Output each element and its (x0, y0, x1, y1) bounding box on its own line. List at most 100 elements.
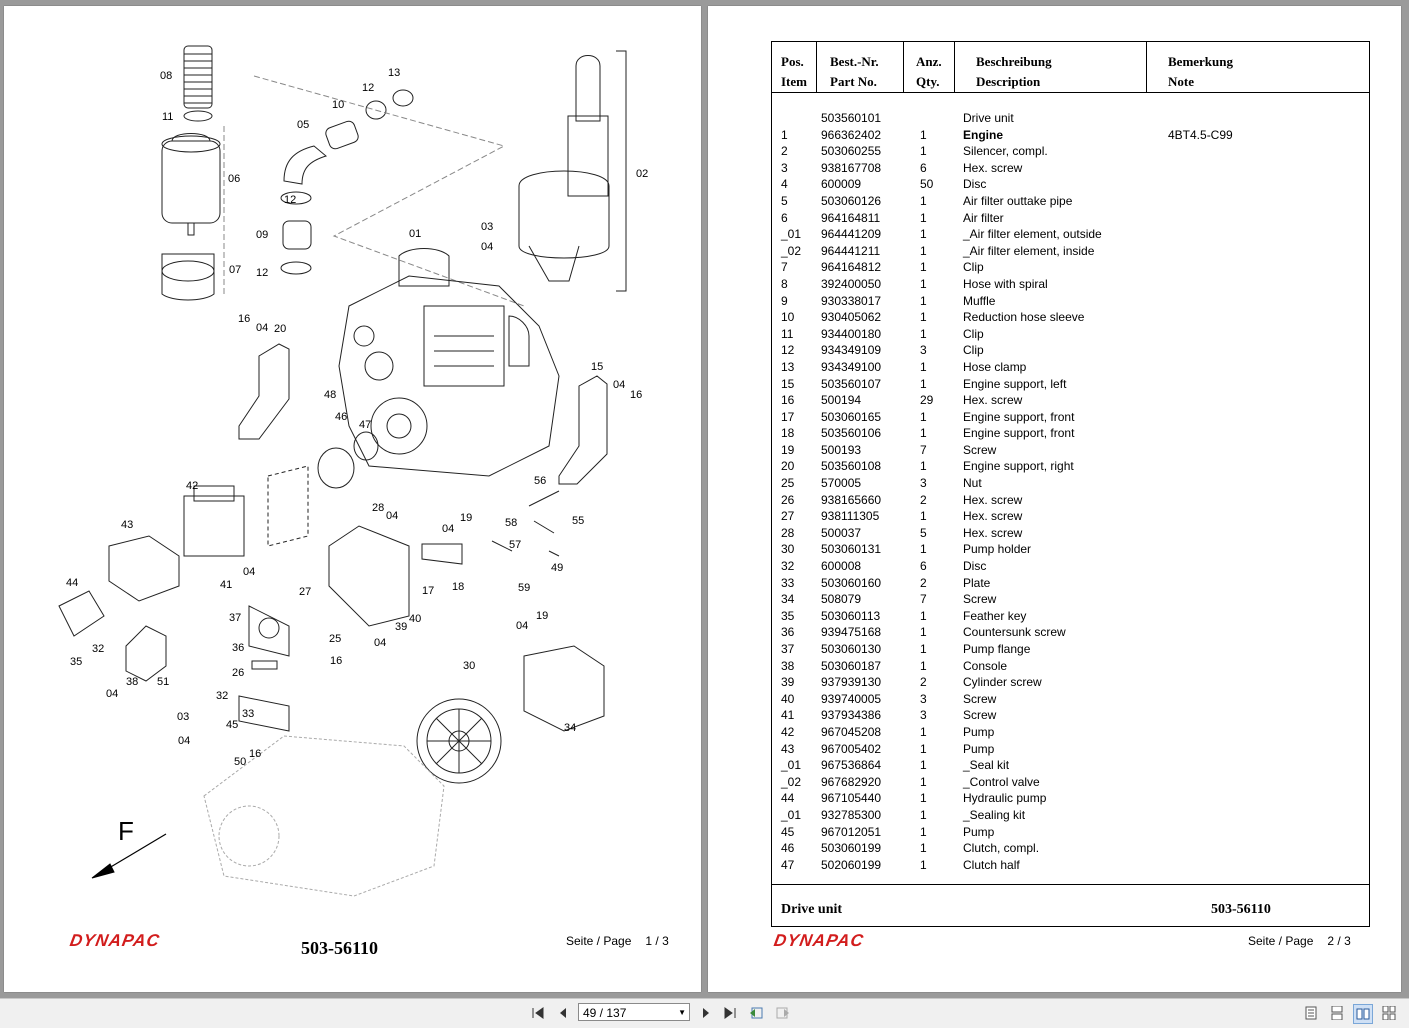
part-number: 570005 (821, 476, 862, 491)
last-page-icon[interactable] (721, 1004, 739, 1022)
part-number: 938167708 (821, 160, 882, 175)
continuous-view-icon[interactable] (1328, 1004, 1346, 1022)
callout-number: 08 (160, 70, 172, 82)
header-qty: Anz.Qty. (916, 54, 942, 89)
page-number-value: 49 / 137 (583, 1006, 627, 1020)
single-page-view-icon[interactable] (1302, 1004, 1320, 1022)
part-number: 503560101 (821, 111, 882, 125)
quantity: 1 (920, 459, 927, 474)
part-number: 967105440 (821, 791, 882, 806)
item-pos: 8 (781, 276, 788, 291)
description: Hydraulic pump (963, 791, 1047, 806)
callout-number: 33 (242, 708, 254, 720)
direction-arrow (91, 833, 167, 879)
callout-number: 04 (178, 735, 190, 747)
quantity: 1 (920, 276, 927, 291)
description: Engine support, right (963, 459, 1074, 474)
part-number: 964441211 (821, 243, 881, 258)
air-filter-drawing (161, 133, 221, 236)
item-pos: 37 (781, 642, 795, 656)
quantity: 2 (920, 492, 927, 507)
part-number: 967005402 (821, 741, 882, 756)
description: Silencer, compl. (963, 144, 1048, 159)
callout-number: 09 (256, 229, 268, 241)
two-page-continuous-view-icon[interactable] (1380, 1004, 1398, 1022)
callout-number: 12 (256, 267, 268, 279)
part-number: 600009 (821, 177, 862, 192)
callout-number: 51 (157, 676, 169, 688)
callout-number: 30 (463, 660, 475, 672)
quantity: 1 (920, 741, 927, 756)
callout-number: 40 (409, 613, 421, 625)
item-pos: 32 (781, 559, 795, 574)
item-pos: 18 (781, 426, 795, 441)
callout-number: 16 (249, 748, 261, 760)
quantity: 6 (920, 559, 927, 574)
assembly-code: 503-56110 (1211, 902, 1271, 917)
callout-number: 50 (234, 756, 246, 768)
quantity: 1 (920, 774, 927, 789)
page-number-field[interactable]: 49 / 137 ▼ (578, 1003, 690, 1021)
part-number: 938165660 (821, 492, 882, 507)
item-pos: 11 (781, 326, 794, 341)
page-label: Seite / Page (566, 934, 632, 948)
callout-number: 04 (442, 523, 454, 535)
description: Countersunk screw (963, 625, 1066, 640)
item-pos: 25 (781, 476, 795, 491)
next-page-icon[interactable] (697, 1004, 715, 1022)
first-page-icon[interactable] (529, 1004, 547, 1022)
chevron-down-icon[interactable]: ▼ (678, 1008, 686, 1017)
callout-number: 25 (329, 633, 341, 645)
quantity: 2 (920, 675, 927, 690)
description: Clip (963, 326, 984, 341)
quantity: 3 (920, 708, 927, 723)
part-number: 503060165 (821, 409, 882, 424)
go-forward-icon[interactable] (773, 1004, 791, 1022)
callout-number: 20 (274, 323, 286, 335)
callout-number: 58 (505, 517, 517, 529)
quantity: 1 (920, 509, 927, 524)
two-page-view-icon[interactable] (1353, 1004, 1373, 1024)
prev-page-icon[interactable] (554, 1004, 572, 1022)
item-pos: 35 (781, 608, 795, 623)
quantity: 1 (920, 210, 927, 225)
description: Pump holder (963, 542, 1032, 557)
page-number: 2 / 3 (1327, 934, 1351, 948)
callout-number: 57 (509, 539, 521, 551)
go-back-icon[interactable] (748, 1004, 766, 1022)
description: _Seal kit (963, 758, 1010, 773)
item-pos: _01 (781, 758, 802, 773)
part-number: 503060130 (821, 642, 882, 656)
part-number: 503060255 (821, 144, 882, 159)
quantity: 1 (920, 608, 927, 623)
part-number: 503060199 (821, 841, 882, 856)
part-number: 964164811 (821, 210, 881, 225)
callout-number: 04 (374, 637, 386, 649)
part-number: 503560108 (821, 459, 882, 474)
parts-table-header: Pos.Item Best.-Nr.Part No. Anz.Qty. Besc… (772, 42, 1369, 93)
viewer-toolbar: 49 / 137 ▼ (0, 998, 1409, 1028)
quantity: 6 (920, 160, 927, 175)
quantity: 1 (920, 857, 927, 872)
flywheel-drawing (416, 698, 502, 784)
description: Pump (963, 741, 995, 756)
callout-number: 04 (243, 566, 255, 578)
callout-number: 32 (216, 690, 228, 702)
item-pos: 33 (781, 575, 795, 590)
